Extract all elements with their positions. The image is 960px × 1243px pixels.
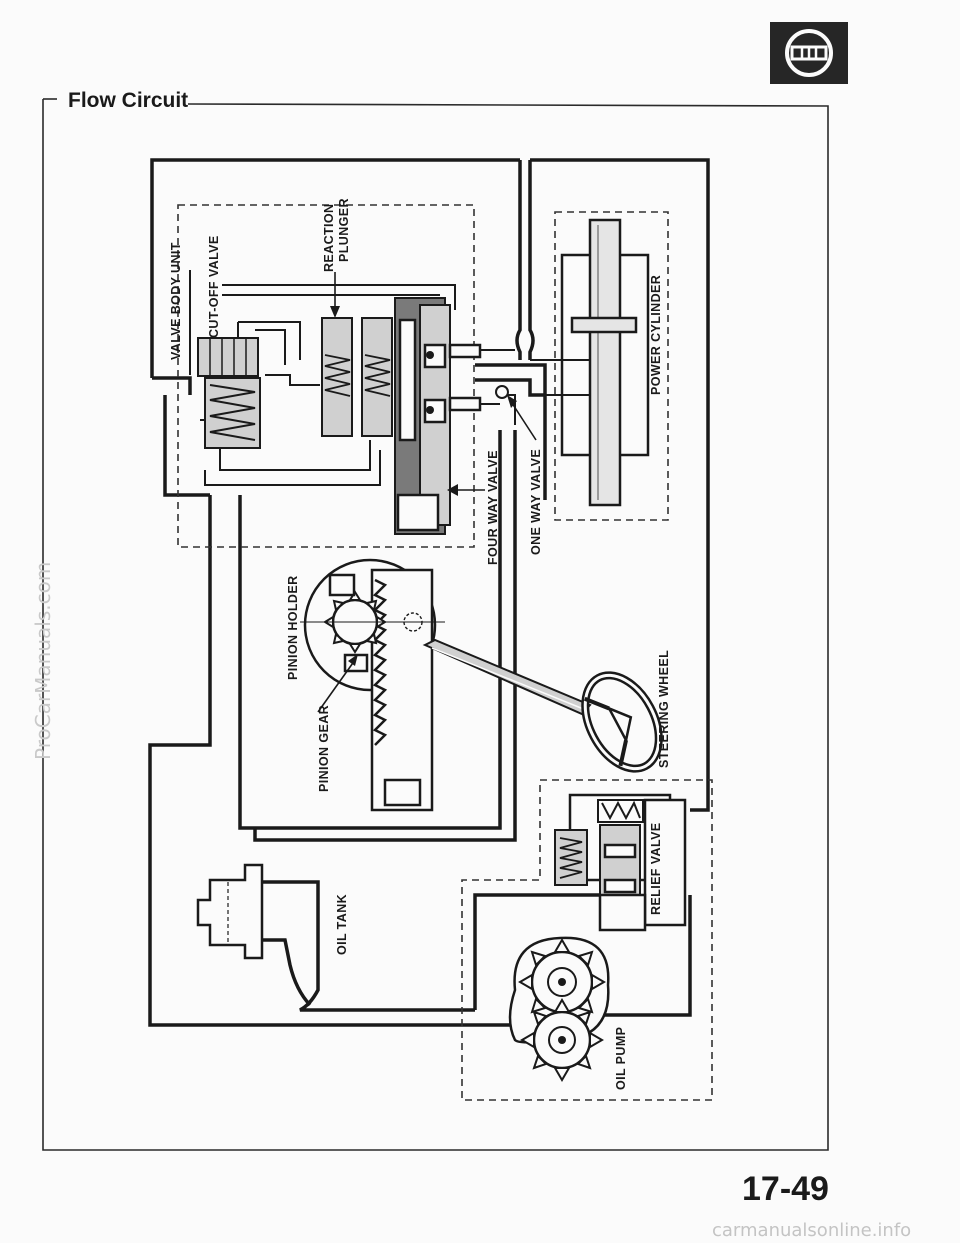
steering-wheel-assembly <box>422 638 663 773</box>
power-cylinder <box>530 218 650 507</box>
label-four-way-valve: FOUR WAY VALVE <box>486 450 500 565</box>
watermark-bottom: carmanualsonline.info <box>712 1220 911 1241</box>
pump-boundary <box>461 779 713 1101</box>
frame-border <box>42 98 829 1151</box>
label-pinion-holder: PINION HOLDER <box>286 575 300 680</box>
steering-wheel-icon <box>770 22 848 84</box>
four-way-valve-arrow <box>447 484 458 496</box>
oil-tank <box>196 863 264 960</box>
pinion-holder-assembly <box>300 558 445 812</box>
page-title: Flow Circuit <box>68 89 188 112</box>
power-cylinder-boundary <box>554 211 669 521</box>
label-valve-body-unit: VALVE BODY UNIT <box>169 242 183 360</box>
relief-valve <box>554 793 687 932</box>
one-way-valve <box>495 385 537 441</box>
label-one-way-valve: ONE WAY VALVE <box>529 449 543 555</box>
valve-body-unit <box>189 270 515 535</box>
oil-pump <box>508 936 610 1082</box>
label-oil-tank: OIL TANK <box>335 894 349 955</box>
hydraulic-lines <box>148 158 710 1027</box>
label-cut-off-valve: CUT-OFF VALVE <box>207 235 221 338</box>
label-pinion-gear: PINION GEAR <box>317 705 331 792</box>
page-number: 17-49 <box>742 1170 829 1208</box>
label-relief-valve: RELIEF VALVE <box>649 822 663 915</box>
steering-wheel-shape <box>581 671 663 773</box>
label-reaction: REACTION <box>322 204 336 272</box>
label-plunger: PLUNGER <box>337 198 351 262</box>
label-power-cylinder: POWER CYLINDER <box>649 275 663 395</box>
watermark-side: ProCarManuals.com <box>31 562 55 760</box>
reaction-plunger-arrow <box>330 306 340 318</box>
label-steering-wheel: STEERING WHEEL <box>657 650 671 768</box>
valve-body-boundary <box>177 204 475 548</box>
label-oil-pump: OIL PUMP <box>614 1027 628 1090</box>
